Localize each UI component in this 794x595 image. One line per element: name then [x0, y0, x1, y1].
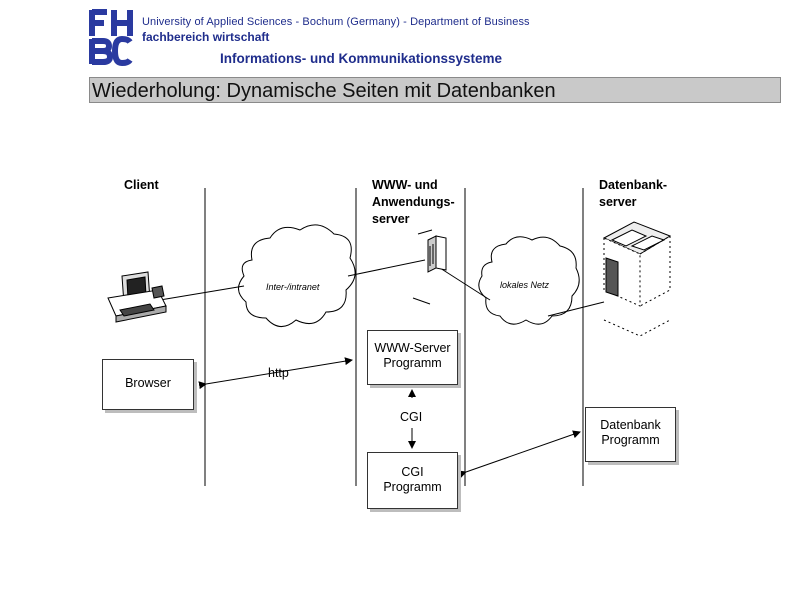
faculty-line: fachbereich wirtschaft [142, 30, 270, 44]
db-program-label-1: Datenbank [600, 418, 661, 432]
cloud-label-internet: Inter-/intranet [266, 282, 320, 292]
cgi-box: CGI Programm [367, 452, 458, 509]
http-label: http [268, 366, 289, 380]
slide-title: Wiederholung: Dynamische Seiten mit Date… [92, 80, 556, 102]
cloud-icon [238, 224, 356, 327]
column-label-client: Client [124, 178, 159, 192]
server-tower-icon [417, 229, 447, 273]
db-program-box: Datenbank Programm [585, 407, 676, 462]
computer-icon [107, 271, 167, 323]
browser-label: Browser [125, 376, 171, 390]
db-arrow [458, 430, 581, 479]
cgi-label-2: Programm [383, 480, 442, 494]
database-server-icon [602, 221, 672, 337]
column-label-www: WWW- und Anwendungs- server [372, 178, 455, 226]
fhbo-logo [89, 9, 133, 66]
http-arrow [198, 357, 353, 390]
cgi-connector-label: CGI [400, 410, 423, 424]
www-server-label-2: Programm [383, 356, 442, 370]
www-server-label-1: WWW-Server [374, 341, 451, 355]
slide-title-bar: Wiederholung: Dynamische Seiten mit Date… [89, 77, 781, 103]
column-label-db: Datenbank- server [599, 178, 668, 209]
cgi-label-1: CGI [401, 465, 424, 479]
browser-box: Browser [102, 359, 194, 410]
university-line: University of Applied Sciences - Bochum … [142, 16, 530, 28]
www-server-box: WWW-Server Programm [367, 330, 458, 385]
cloud-label-lan: lokales Netz [500, 280, 550, 290]
department-line: Informations- und Kommunikationssysteme [220, 51, 503, 66]
db-program-label-2: Programm [601, 433, 660, 447]
